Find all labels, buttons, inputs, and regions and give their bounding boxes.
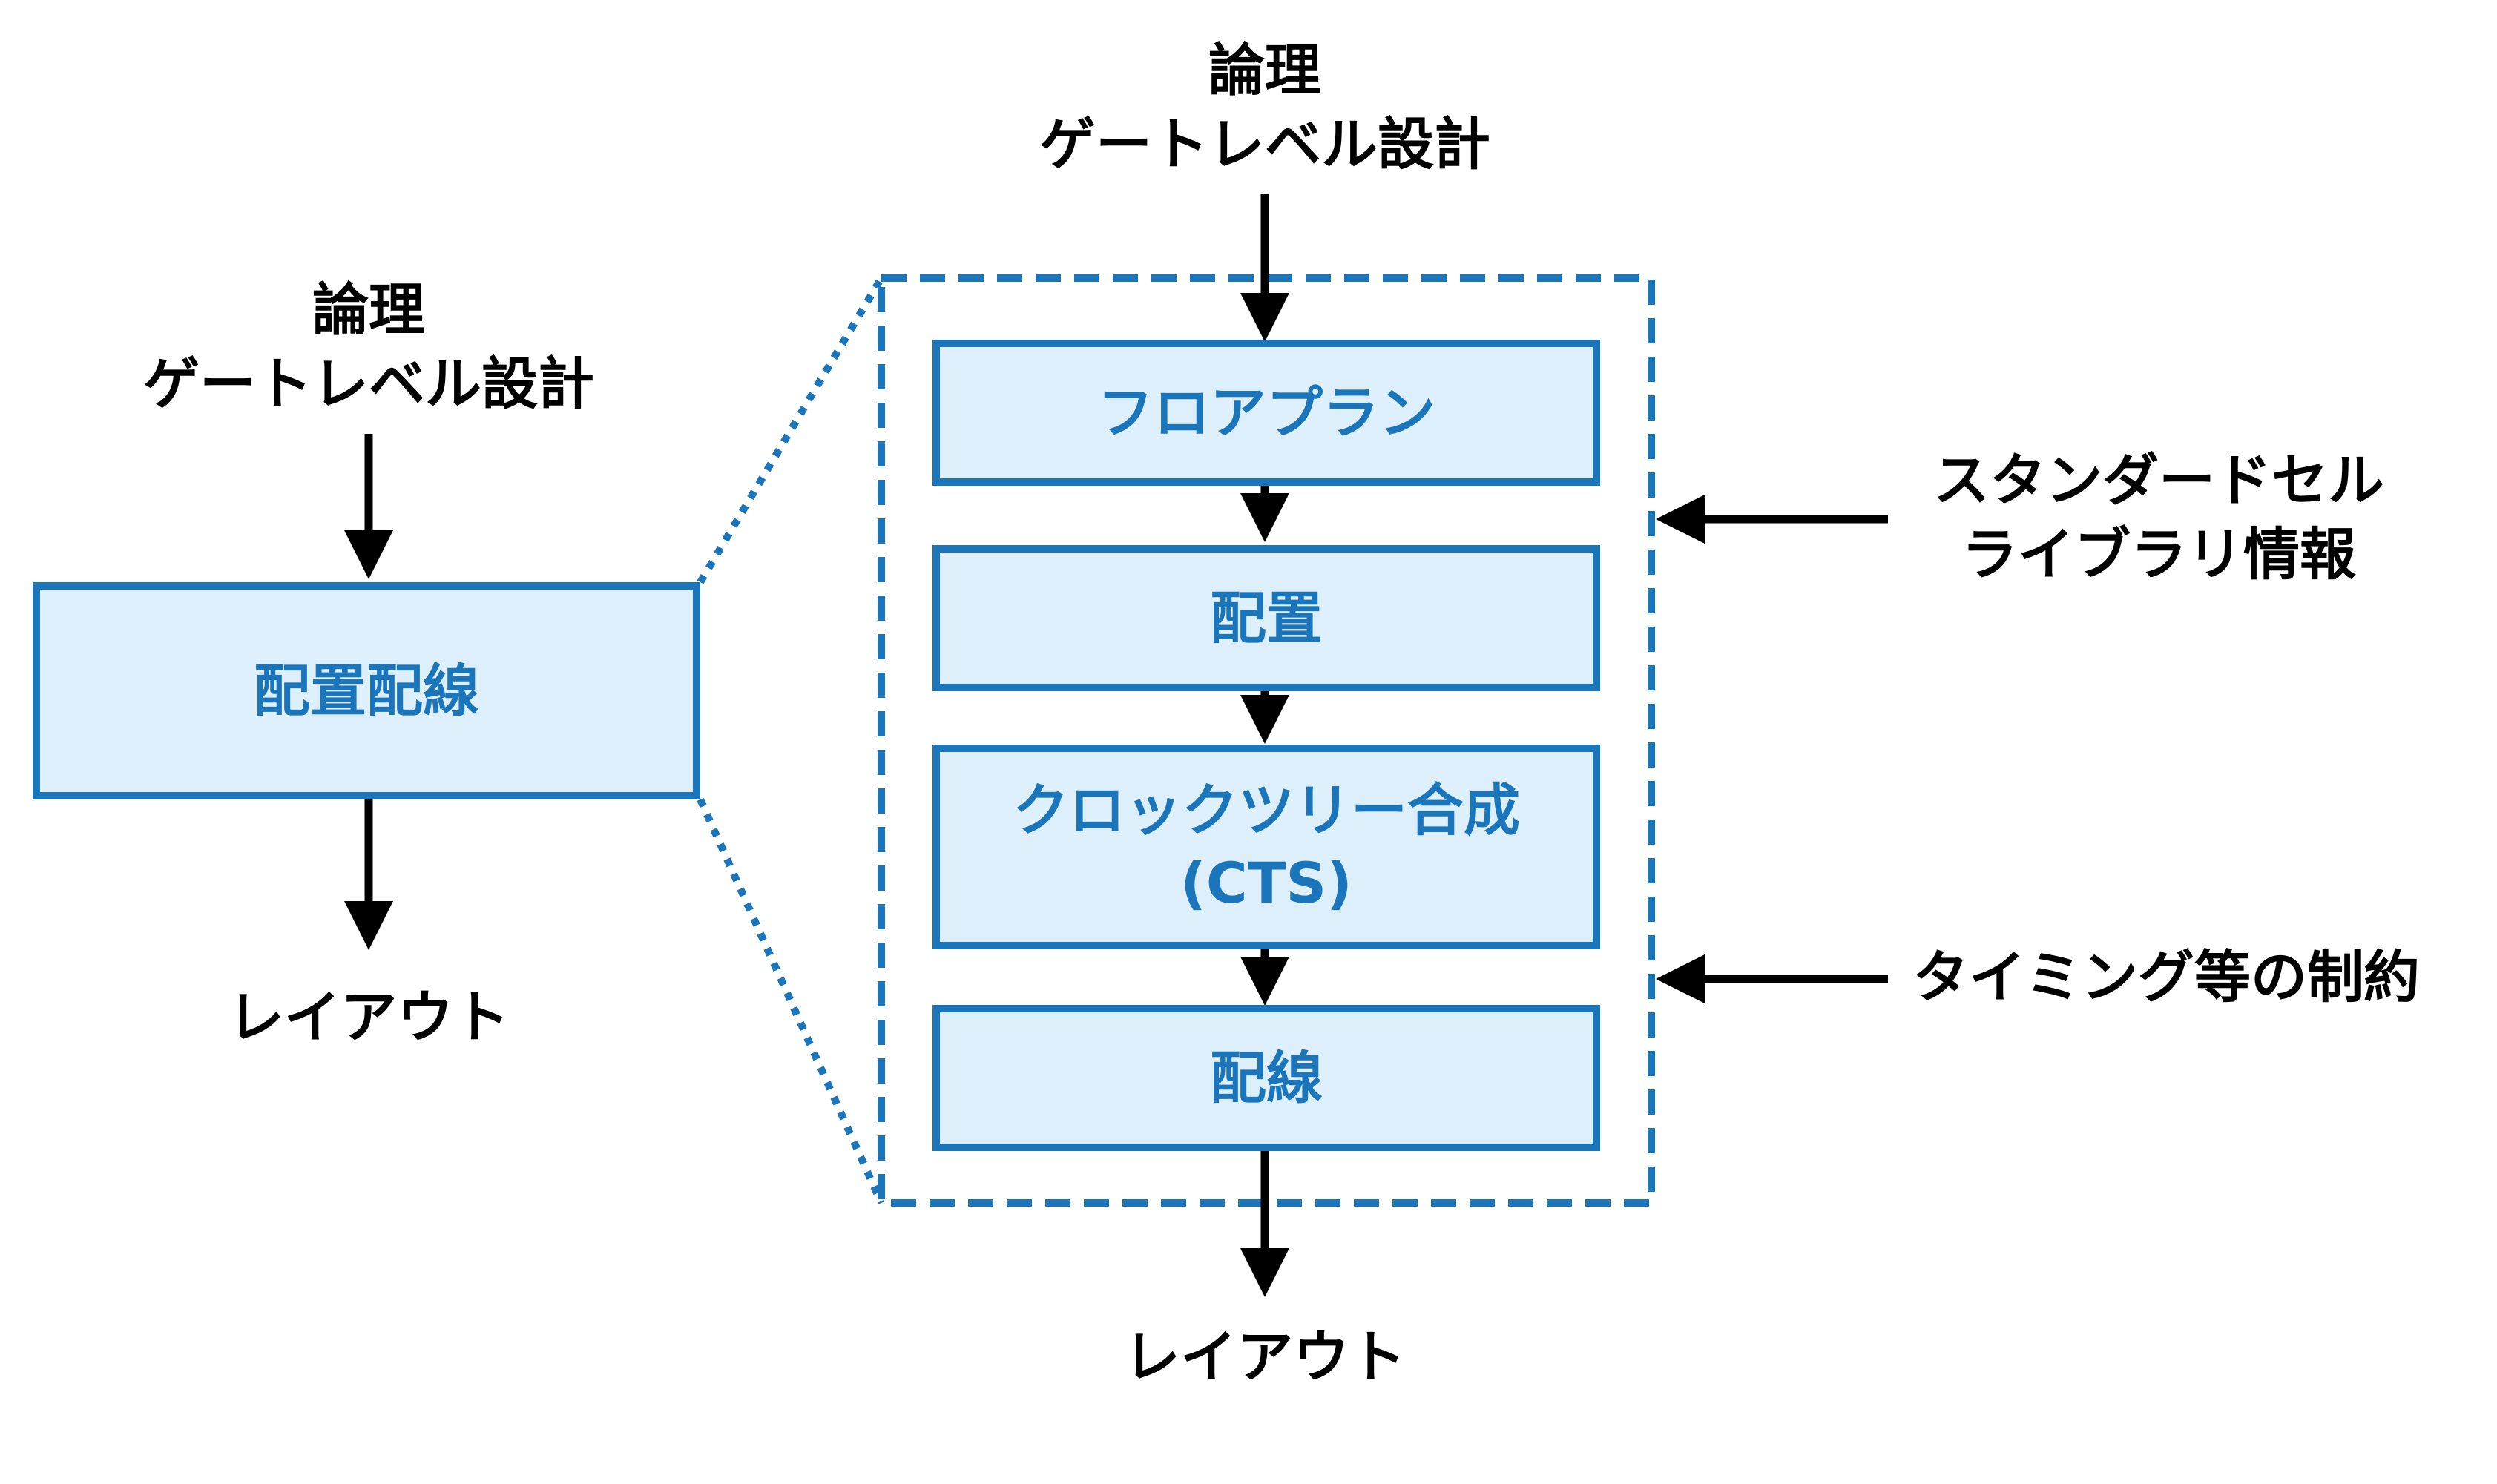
left-output-label: レイアウト [228,984,510,1050]
library-info-label: スタンダードセル ライブラリ情報 [1899,443,2418,592]
zoom-line-bottom [697,797,885,1205]
step-floorplan-label: フロアプラン [1097,379,1435,446]
left-input-line2: ゲートレベル設計 [143,351,594,417]
left-input-label: 論理 ゲートレベル設計 [109,273,628,421]
step-floorplan-box: フロアプラン [932,340,1600,486]
library-info-line1: スタンダードセル [1933,447,2384,513]
step-routing-box: 配線 [932,1005,1600,1151]
step-routing-label: 配線 [1210,1044,1323,1111]
step-placement-label: 配置 [1210,584,1323,651]
step-placement-box: 配置 [932,545,1600,691]
left-input-line1: 論理 [312,277,425,343]
place-and-route-box: 配置配線 [33,582,700,799]
constraints-label: タイミング等の制約 [1912,944,2420,1010]
right-output-label: レイアウト [1124,1324,1406,1390]
right-input-line2: ゲートレベル設計 [1039,111,1490,177]
place-and-route-label: 配置配線 [254,657,479,724]
library-info-line2: ライブラリ情報 [1961,521,2356,587]
right-input-label: 論理 ゲートレベル設計 [1005,33,1524,182]
step-cts-label-line2: (CTS) [1180,850,1352,916]
step-cts-label-line1: クロックツリー合成 [1013,777,1520,843]
right-input-line1: 論理 [1208,37,1321,103]
zoom-line-top [697,276,885,584]
step-cts-box: クロックツリー合成 (CTS) [932,745,1600,949]
